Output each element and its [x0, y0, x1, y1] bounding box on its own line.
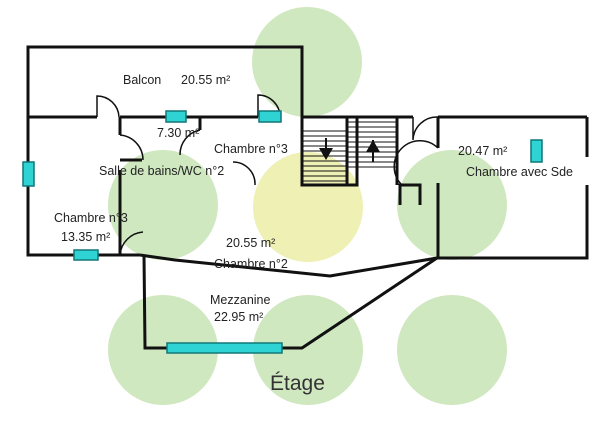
stairs-up-arrow-icon	[366, 140, 380, 162]
background-trees	[108, 7, 507, 405]
room-label-balcon: Balcon	[123, 73, 161, 87]
tree-circle-yellow	[253, 152, 363, 262]
door-swing	[96, 95, 120, 118]
outer-wall-right-lower	[437, 185, 589, 260]
windows	[22, 110, 543, 354]
wall-mezzanine-right	[282, 256, 438, 350]
window	[166, 342, 283, 354]
door-swing	[393, 139, 439, 186]
stairs	[302, 121, 397, 182]
room-area-balcon: 20.55 m²	[181, 73, 230, 87]
room-area-salle-de-bains: 7.30 m²	[157, 126, 199, 140]
door-swing	[412, 116, 439, 141]
tree-circle	[253, 295, 363, 405]
wall-right-room-low	[398, 183, 422, 205]
room-label-salle-de-bains: Salle de bains/WC n°2	[99, 164, 224, 178]
wall-chambre2-bottom	[139, 253, 438, 278]
door-swing	[119, 231, 144, 256]
door-swing	[119, 134, 144, 161]
plan-title: Étage	[270, 372, 325, 395]
window	[258, 110, 282, 123]
room-labels: Balcon 20.55 m² 7.30 m² Salle de bains/W…	[54, 73, 573, 324]
room-area-chambre-2: 20.55 m²	[226, 236, 275, 250]
door-swing	[232, 161, 256, 186]
room-label-chambre-3-top: Chambre n°3	[214, 142, 288, 156]
window	[165, 110, 187, 123]
wall-mezzanine	[142, 254, 167, 350]
outer-wall-top	[26, 45, 304, 117]
room-area-chambre-3-left: 13.35 m²	[61, 230, 110, 244]
tree-circle	[397, 295, 507, 405]
room-area-mezzanine: 22.95 m²	[214, 310, 263, 324]
window	[530, 139, 543, 163]
tree-circle	[252, 7, 362, 117]
tree-circle	[108, 150, 218, 260]
room-label-chambre-sde: Chambre avec Sde	[466, 165, 573, 179]
tree-circle	[108, 295, 218, 405]
stairs-down-arrow-icon	[319, 138, 333, 160]
tree-circle	[397, 150, 507, 260]
window	[22, 161, 35, 187]
door-swing	[179, 129, 201, 156]
room-label-chambre-2: Chambre n°2	[214, 257, 288, 271]
room-area-chambre-sde: 20.47 m²	[458, 144, 507, 158]
room-label-mezzanine: Mezzanine	[210, 293, 270, 307]
room-label-chambre-3-left: Chambre n°3	[54, 211, 128, 225]
window	[73, 249, 99, 261]
